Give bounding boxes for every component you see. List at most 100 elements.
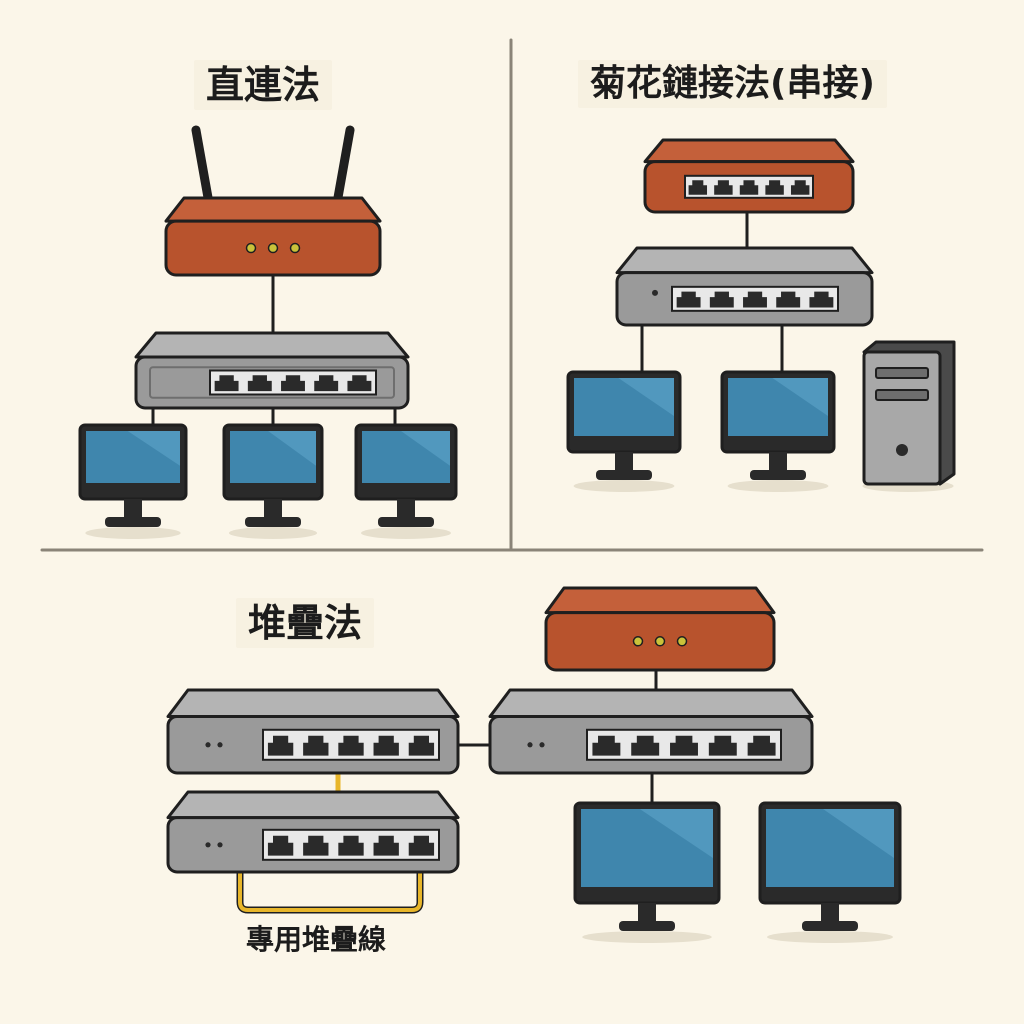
router-top-face	[164, 196, 382, 223]
ethernet-port-icon	[373, 735, 399, 756]
monitor-neck	[821, 903, 839, 921]
drive-bay-icon	[875, 367, 929, 379]
devices	[78, 125, 956, 943]
monitor-base	[802, 921, 858, 931]
ethernet-port-icon	[739, 180, 759, 195]
ethernet-port-icon	[267, 835, 294, 856]
router-icon	[544, 586, 776, 672]
screen-glare	[772, 378, 828, 416]
ethernet-port-icon	[338, 835, 364, 856]
ethernet-port-icon	[676, 291, 701, 308]
ethernet-port-icon	[631, 735, 660, 756]
monitor-shadow	[767, 931, 893, 943]
monitor-base	[750, 470, 806, 480]
monitor-icon	[720, 370, 836, 492]
indicator-dot-icon	[217, 842, 223, 848]
ethernet-port-icon	[373, 835, 399, 856]
status-led-icon	[654, 636, 666, 647]
ethernet-port-icon	[747, 735, 776, 756]
network-switch-icon	[166, 688, 460, 775]
ethernet-port-icon	[267, 735, 294, 756]
monitor-shadow	[85, 527, 181, 539]
ethernet-port-icon	[247, 375, 272, 392]
monitor-base	[619, 921, 675, 931]
desktop-tower-icon	[862, 340, 956, 492]
section-title-direct: 直連法	[194, 60, 333, 110]
indicator-dot-icon	[539, 742, 545, 748]
network-switch-icon	[166, 790, 460, 874]
ethernet-port-icon	[347, 375, 372, 392]
indicator-dot-icon	[205, 842, 211, 848]
switch-top-face	[134, 331, 410, 359]
monitor-neck	[264, 499, 282, 517]
stack-cable-outline	[236, 872, 424, 914]
network-switch-icon	[615, 246, 874, 327]
ethernet-port-icon	[743, 291, 767, 308]
indicator-dot-icon	[205, 742, 211, 748]
tower-front	[862, 350, 942, 486]
monitor-neck	[124, 499, 142, 517]
monitor-base	[596, 470, 652, 480]
ethernet-port-icon	[790, 180, 810, 195]
ethernet-port-icon	[408, 735, 435, 756]
ethernet-port-icon	[714, 180, 733, 195]
router-antenna	[191, 125, 214, 207]
monitor-base	[378, 517, 434, 527]
power-button-icon	[896, 444, 908, 456]
monitor-neck	[615, 452, 633, 470]
indicator-dot-icon	[652, 289, 658, 296]
router-top-face	[544, 586, 776, 615]
monitor-icon	[78, 423, 188, 539]
monitor-icon	[354, 423, 458, 539]
ethernet-port-icon	[281, 375, 305, 392]
ethernet-port-icon	[303, 835, 329, 856]
monitor-shadow	[361, 527, 451, 539]
switch-top-face	[488, 688, 814, 719]
router-antenna	[332, 125, 355, 207]
monitor-icon	[573, 801, 721, 943]
screen-glare	[401, 431, 450, 466]
ethernet-port-icon	[592, 735, 621, 756]
monitor-base	[105, 517, 161, 527]
ethernet-port-icon	[765, 180, 784, 195]
status-led-icon	[267, 242, 279, 254]
ethernet-port-icon	[709, 291, 734, 308]
monitor-icon	[758, 801, 902, 943]
status-led-icon	[245, 242, 257, 254]
status-led-icon	[289, 242, 301, 254]
router-icon	[164, 125, 382, 277]
ethernet-port-icon	[776, 291, 801, 308]
network-switch-icon	[134, 331, 410, 410]
drive-bay-icon	[875, 389, 929, 401]
switch-top-face	[615, 246, 874, 275]
stack-cable-label: 專用堆疊線	[246, 923, 387, 956]
cables	[151, 210, 784, 914]
indicator-dot-icon	[527, 742, 533, 748]
monitor-base	[245, 517, 301, 527]
ethernet-port-icon	[708, 735, 737, 756]
network-switch-icon	[488, 688, 814, 775]
ethernet-port-icon	[303, 735, 329, 756]
screen-glare	[268, 431, 316, 466]
network-switch-icon	[643, 138, 855, 214]
ethernet-port-icon	[408, 835, 435, 856]
stack-cable-icon	[238, 872, 422, 912]
ethernet-port-icon	[314, 375, 339, 392]
status-led-icon	[676, 636, 688, 647]
section-dividers	[40, 38, 984, 552]
switch-front-panel	[149, 366, 395, 399]
router-top-face	[643, 138, 855, 164]
monitor-neck	[397, 499, 415, 517]
switch-top-face	[166, 790, 460, 820]
screen-glare	[618, 378, 674, 416]
monitor-shadow	[727, 480, 829, 492]
ethernet-port-icon	[809, 291, 834, 308]
section-title-stacking: 堆疊法	[236, 598, 375, 648]
ethernet-port-icon	[688, 180, 708, 195]
status-led-icon	[632, 636, 644, 647]
monitor-shadow	[228, 527, 318, 539]
screen-glare	[127, 431, 180, 466]
ethernet-port-icon	[338, 735, 364, 756]
